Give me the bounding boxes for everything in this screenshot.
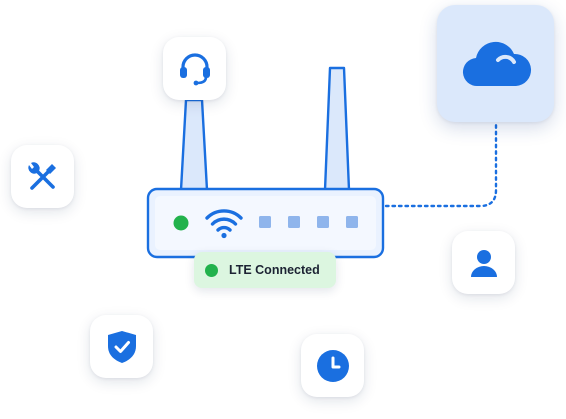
security-card[interactable] xyxy=(90,315,153,378)
user-card[interactable] xyxy=(452,231,515,294)
schedule-card[interactable] xyxy=(301,334,364,397)
power-led xyxy=(173,215,189,231)
tools-card[interactable] xyxy=(11,145,74,208)
cloud-connection-line xyxy=(384,120,498,208)
shield-check-icon xyxy=(107,330,136,363)
wrench-screwdriver-icon xyxy=(27,161,56,190)
status-indicator-dot xyxy=(205,263,218,277)
cloud-icon xyxy=(462,41,531,86)
router-port xyxy=(259,216,271,228)
support-card[interactable] xyxy=(163,37,226,100)
router-port xyxy=(346,216,358,228)
status-badge: LTE Connected xyxy=(194,252,336,288)
clock-icon xyxy=(316,349,349,382)
cloud-card[interactable] xyxy=(437,5,554,122)
right-antenna xyxy=(323,66,351,192)
headset-icon xyxy=(179,52,210,85)
router-port xyxy=(317,216,329,228)
router-port xyxy=(288,216,300,228)
status-label: LTE Connected xyxy=(229,263,320,277)
left-antenna xyxy=(179,98,209,192)
user-icon xyxy=(470,249,497,277)
wifi-icon xyxy=(205,209,243,239)
